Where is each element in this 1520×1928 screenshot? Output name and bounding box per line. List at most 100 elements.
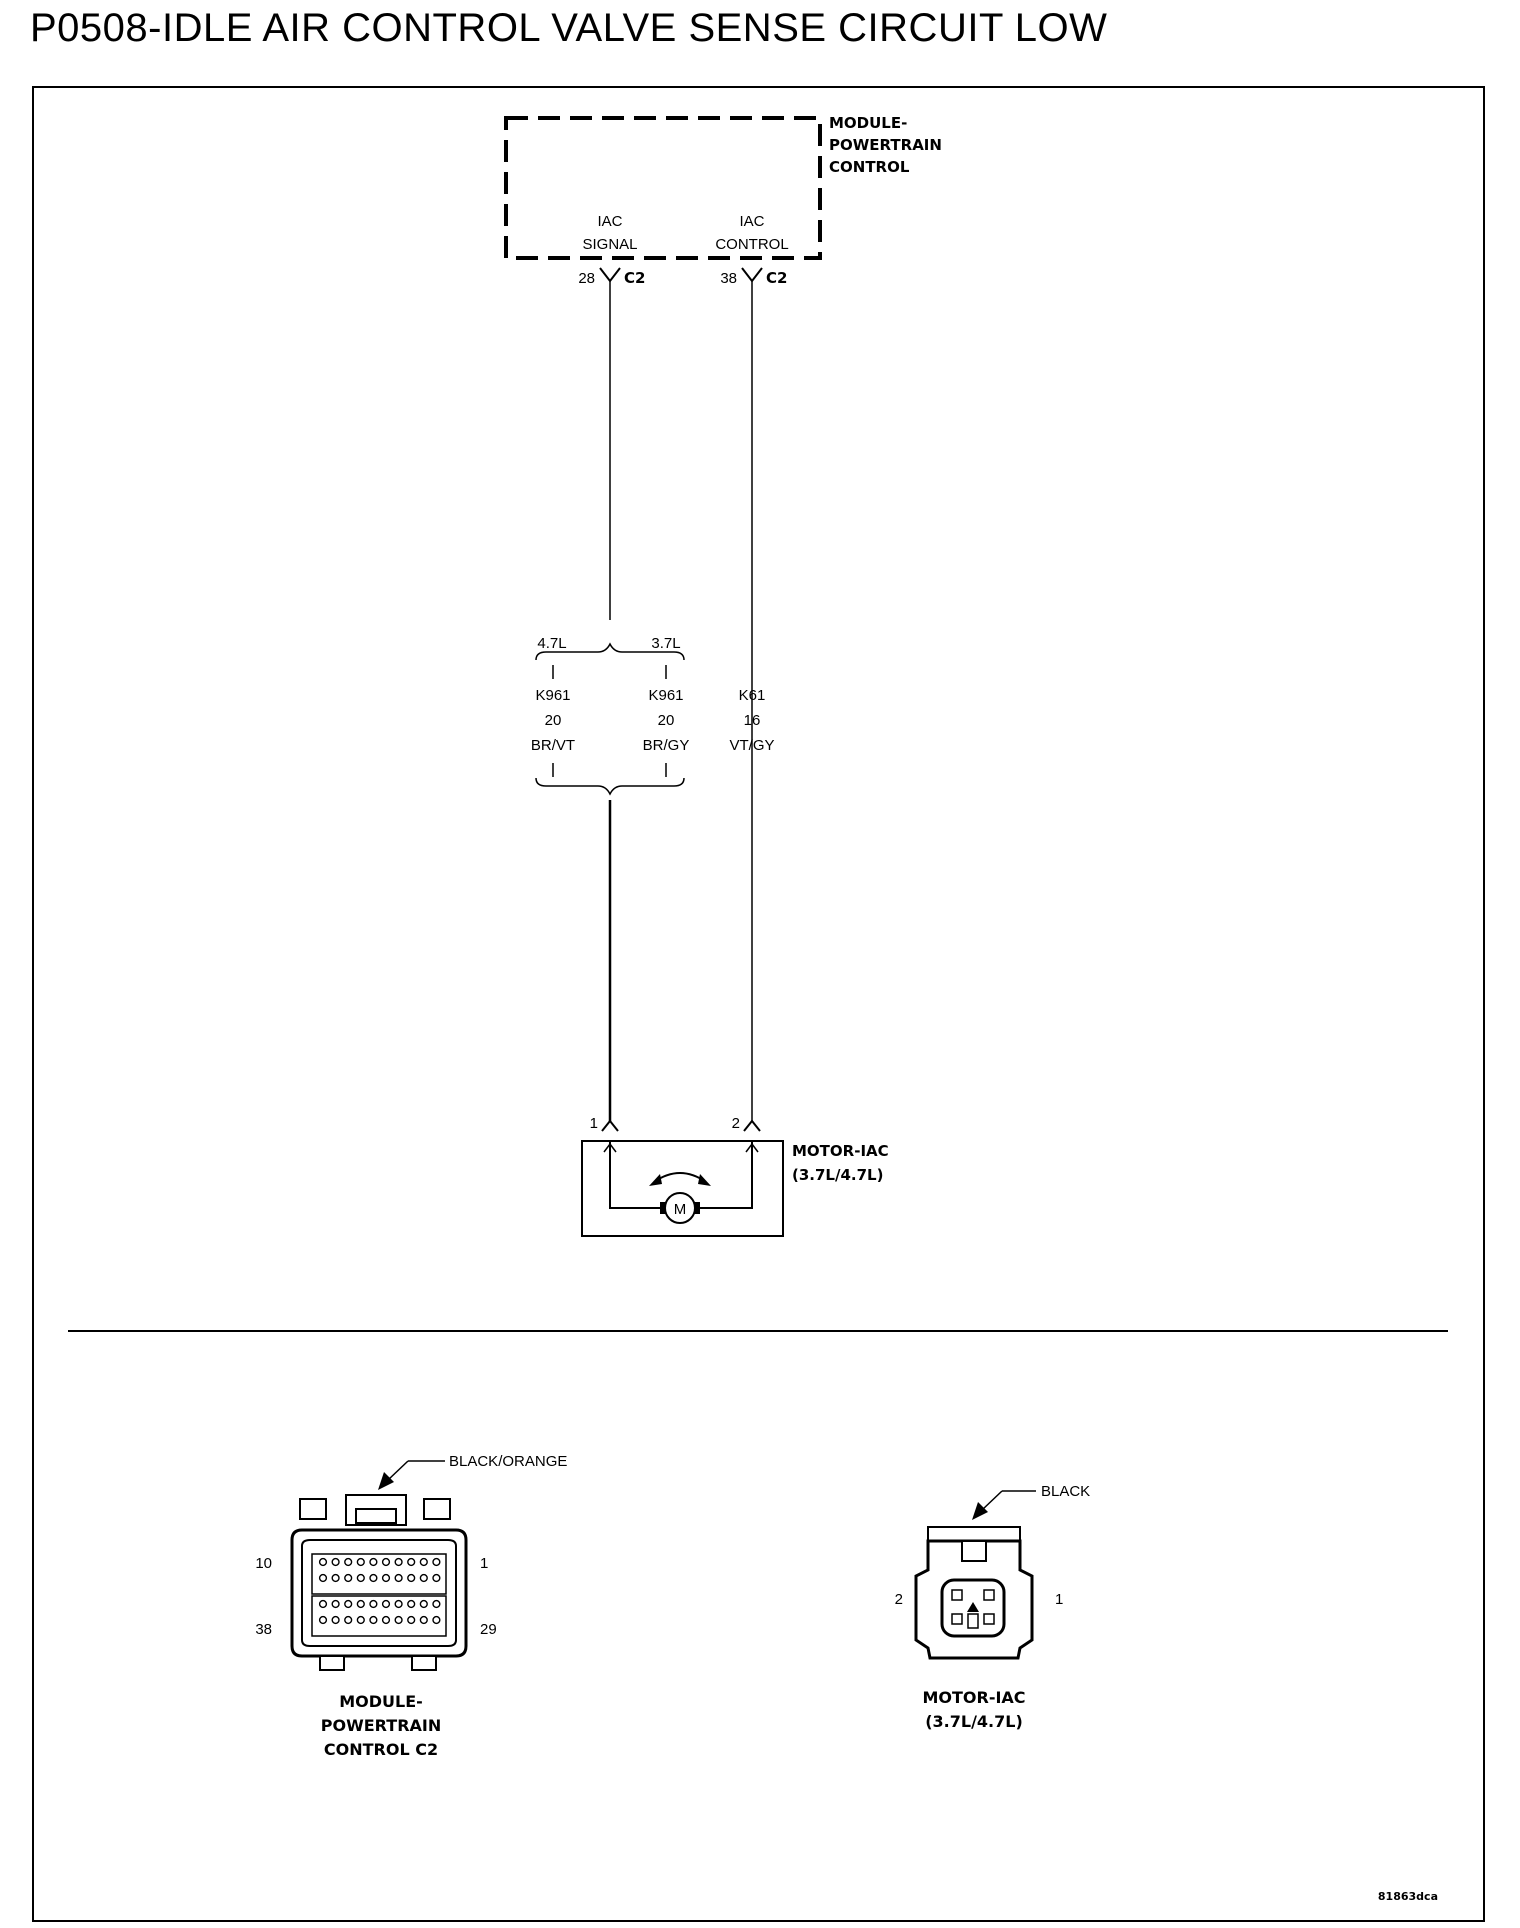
iac-conn-callout-leader [981,1490,1003,1511]
pcm-c2-latch-inner [355,1508,397,1524]
pcm-c2-pin-cavity [394,1573,403,1583]
iac-conn-name-line-2: (3.7L/4.7L) [925,1712,1023,1731]
pcm-c2-pin-cavity [407,1573,416,1583]
motor-symbol-letter: M [674,1201,687,1218]
motor-rotation-arrowhead-right [698,1174,711,1186]
motor-symbol-circle [664,1192,696,1224]
pcm-c2-pin-cavity [381,1599,391,1609]
engine-option-brace-bottom [535,777,685,796]
pcm-pin-left-label-1: IAC [597,213,622,230]
pcm-c2-pin-cavity [344,1599,353,1609]
pcm-c2-color: BLACK/ORANGE [449,1453,567,1470]
motor-body [581,1140,784,1237]
iac-conn-pin-left-bottom [951,1613,963,1625]
motor-name-line-2: (3.7L/4.7L) [792,1166,883,1184]
motor-rotation-arrowhead-left [649,1174,662,1186]
motor-internal-wiring [609,1140,753,1209]
motor-name-line-1: MOTOR-IAC [792,1142,889,1160]
pcm-c2-pin-cavity [331,1599,340,1609]
pcm-c2-pin-cavity [432,1573,441,1583]
wire-2-color: BR/GY [643,737,690,754]
motor-inner-arrow-right [745,1142,759,1153]
iac-conn-cavity [940,1578,1006,1638]
pcm-pin-right-label-2: CONTROL [715,236,788,253]
motor-pin-2-terminal [743,1119,761,1132]
pcm-c2-pin-cavity [432,1599,441,1609]
pcm-c2-pin-cavity [318,1557,328,1567]
pcm-c2-pin-cavity [432,1557,441,1567]
motor-rotation-arrow [653,1172,707,1183]
pcm-c2-pin-cavity [331,1557,340,1567]
diagram-frame [32,86,1485,1922]
pcm-c2-pin-cavity [419,1615,428,1625]
pcm-c2-pin-cavity [419,1573,428,1583]
pcm-c2-pin-cavity [394,1615,403,1625]
pcm-c2-top-lock-right [423,1498,451,1520]
iac-conn-pin-left-top [951,1589,963,1601]
pcm-pin-right-label-1: IAC [739,213,764,230]
motor-pin-2-number: 2 [732,1115,740,1132]
pcm-c2-pin-bottom-left: 38 [255,1621,272,1638]
pcm-name-line-3: CONTROL [829,158,910,176]
wire-3-circuit: K61 [739,687,766,704]
iac-conn-color: BLACK [1041,1483,1090,1500]
pcm-c2-pin-cavity [356,1599,365,1609]
pcm-c2-callout-leader [387,1460,409,1481]
pcm-c2-pin-top-right: 1 [480,1555,488,1572]
engine-option-brace-top [535,642,685,661]
iac-conn-key [967,1602,979,1612]
pcm-c2-pin-cavity [407,1599,416,1609]
pcm-pin-38-terminal [741,267,763,283]
iac-conn-pin-right: 1 [1055,1591,1063,1608]
motor-inner-arrow-left [603,1142,617,1153]
pcm-c2-pin-cavity [344,1615,353,1625]
pcm-c2-top-lock-left [299,1498,327,1520]
wire-1-color: BR/VT [531,737,575,754]
iac-conn-callout-arrowhead [972,1502,988,1520]
pcm-c2-pin-cavity [356,1557,365,1567]
pcm-dashed-box [504,116,822,260]
pcm-c2-pin-cavity [369,1615,378,1625]
pcm-c2-name-line-3: CONTROL C2 [324,1740,438,1759]
pcm-pin-38-connector: C2 [766,269,787,287]
wire-2-circuit: K961 [648,687,683,704]
iac-conn-pin-right-top [983,1589,995,1601]
pcm-pin-38-number: 38 [720,270,737,287]
pcm-c2-callout-arrowhead [378,1472,394,1490]
pcm-c2-pin-bottom-right: 29 [480,1621,497,1638]
pcm-pin-28-connector: C2 [624,269,645,287]
pcm-c2-pin-top-left: 10 [255,1555,272,1572]
pcm-c2-pin-cavity [344,1573,353,1583]
pcm-c2-pin-cavity [331,1615,340,1625]
pcm-c2-foot-left [319,1655,345,1671]
pcm-pin-left-label-2: SIGNAL [582,236,637,253]
wire-1-circuit: K961 [535,687,570,704]
pcm-c2-pin-cavity [318,1615,328,1625]
pcm-c2-pin-cavity [369,1573,378,1583]
pcm-c2-connector-view: BLACK/ORANGE 10 1 38 29 MODULE- POWERTRA… [255,1453,567,1759]
iac-conn-key-slot [967,1613,979,1629]
pcm-name-line-1: MODULE- [829,114,907,132]
pcm-c2-pin-cavity [419,1557,428,1567]
engine-option-left: 4.7L [537,635,566,652]
iac-motor: 1 2 M MOTOR-IAC (3.7L/4.7L) [581,1115,889,1237]
pcm-c2-foot-right [411,1655,437,1671]
pcm-c2-pin-cavity [381,1615,391,1625]
figure-id: 81863dca [1378,1890,1438,1903]
pcm-c2-pin-grid [318,1557,441,1625]
pcm-name-line-2: POWERTRAIN [829,136,942,154]
pcm-c2-pin-cavity [344,1557,353,1567]
pcm-c2-pin-cavity [318,1573,328,1583]
pcm-c2-name-line-2: POWERTRAIN [321,1716,441,1735]
pcm-c2-pin-cavity [356,1615,365,1625]
pcm-c2-pin-cavity [407,1615,416,1625]
wire-1-gauge: 20 [545,712,562,729]
iac-conn-top-lock [927,1526,1021,1542]
iac-connector-view: BLACK 2 1 MOTOR-IAC (3.7L/4.7L) [895,1483,1091,1731]
pcm-pin-28-terminal [599,267,621,283]
pcm-c2-pin-cavity [369,1599,378,1609]
wire-3-color: VT/GY [729,737,774,754]
pcm-pin-28-number: 28 [578,270,595,287]
motor-pin-1-number: 1 [590,1115,598,1132]
iac-conn-latch [961,1540,987,1562]
